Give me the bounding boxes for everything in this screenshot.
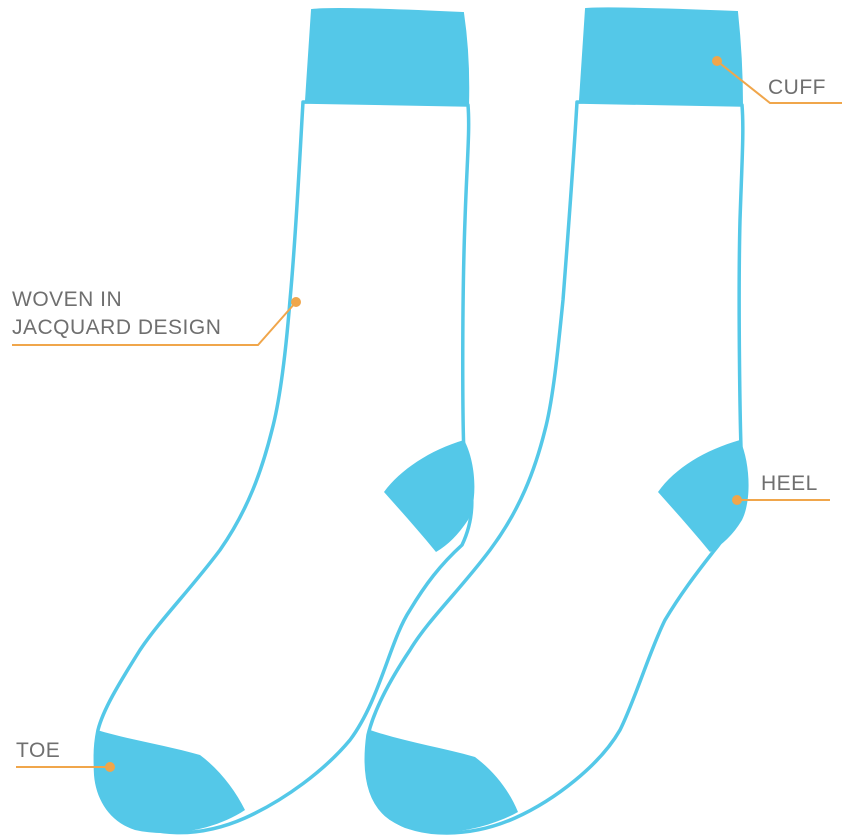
label-heel: HEEL — [761, 470, 818, 498]
left-sock-cuff — [306, 9, 468, 105]
label-cuff: CUFF — [768, 74, 826, 102]
label-jacquard-line-2: JACQUARD DESIGN — [12, 314, 221, 342]
label-toe: TOE — [16, 737, 60, 765]
label-jacquard: WOVEN IN JACQUARD DESIGN — [12, 286, 221, 342]
callout-cuff-dot — [712, 56, 722, 66]
label-jacquard-line-1: WOVEN IN — [12, 286, 221, 314]
callout-toe-dot — [105, 762, 115, 772]
callout-heel-dot — [732, 495, 742, 505]
callout-body-dot — [291, 297, 301, 307]
